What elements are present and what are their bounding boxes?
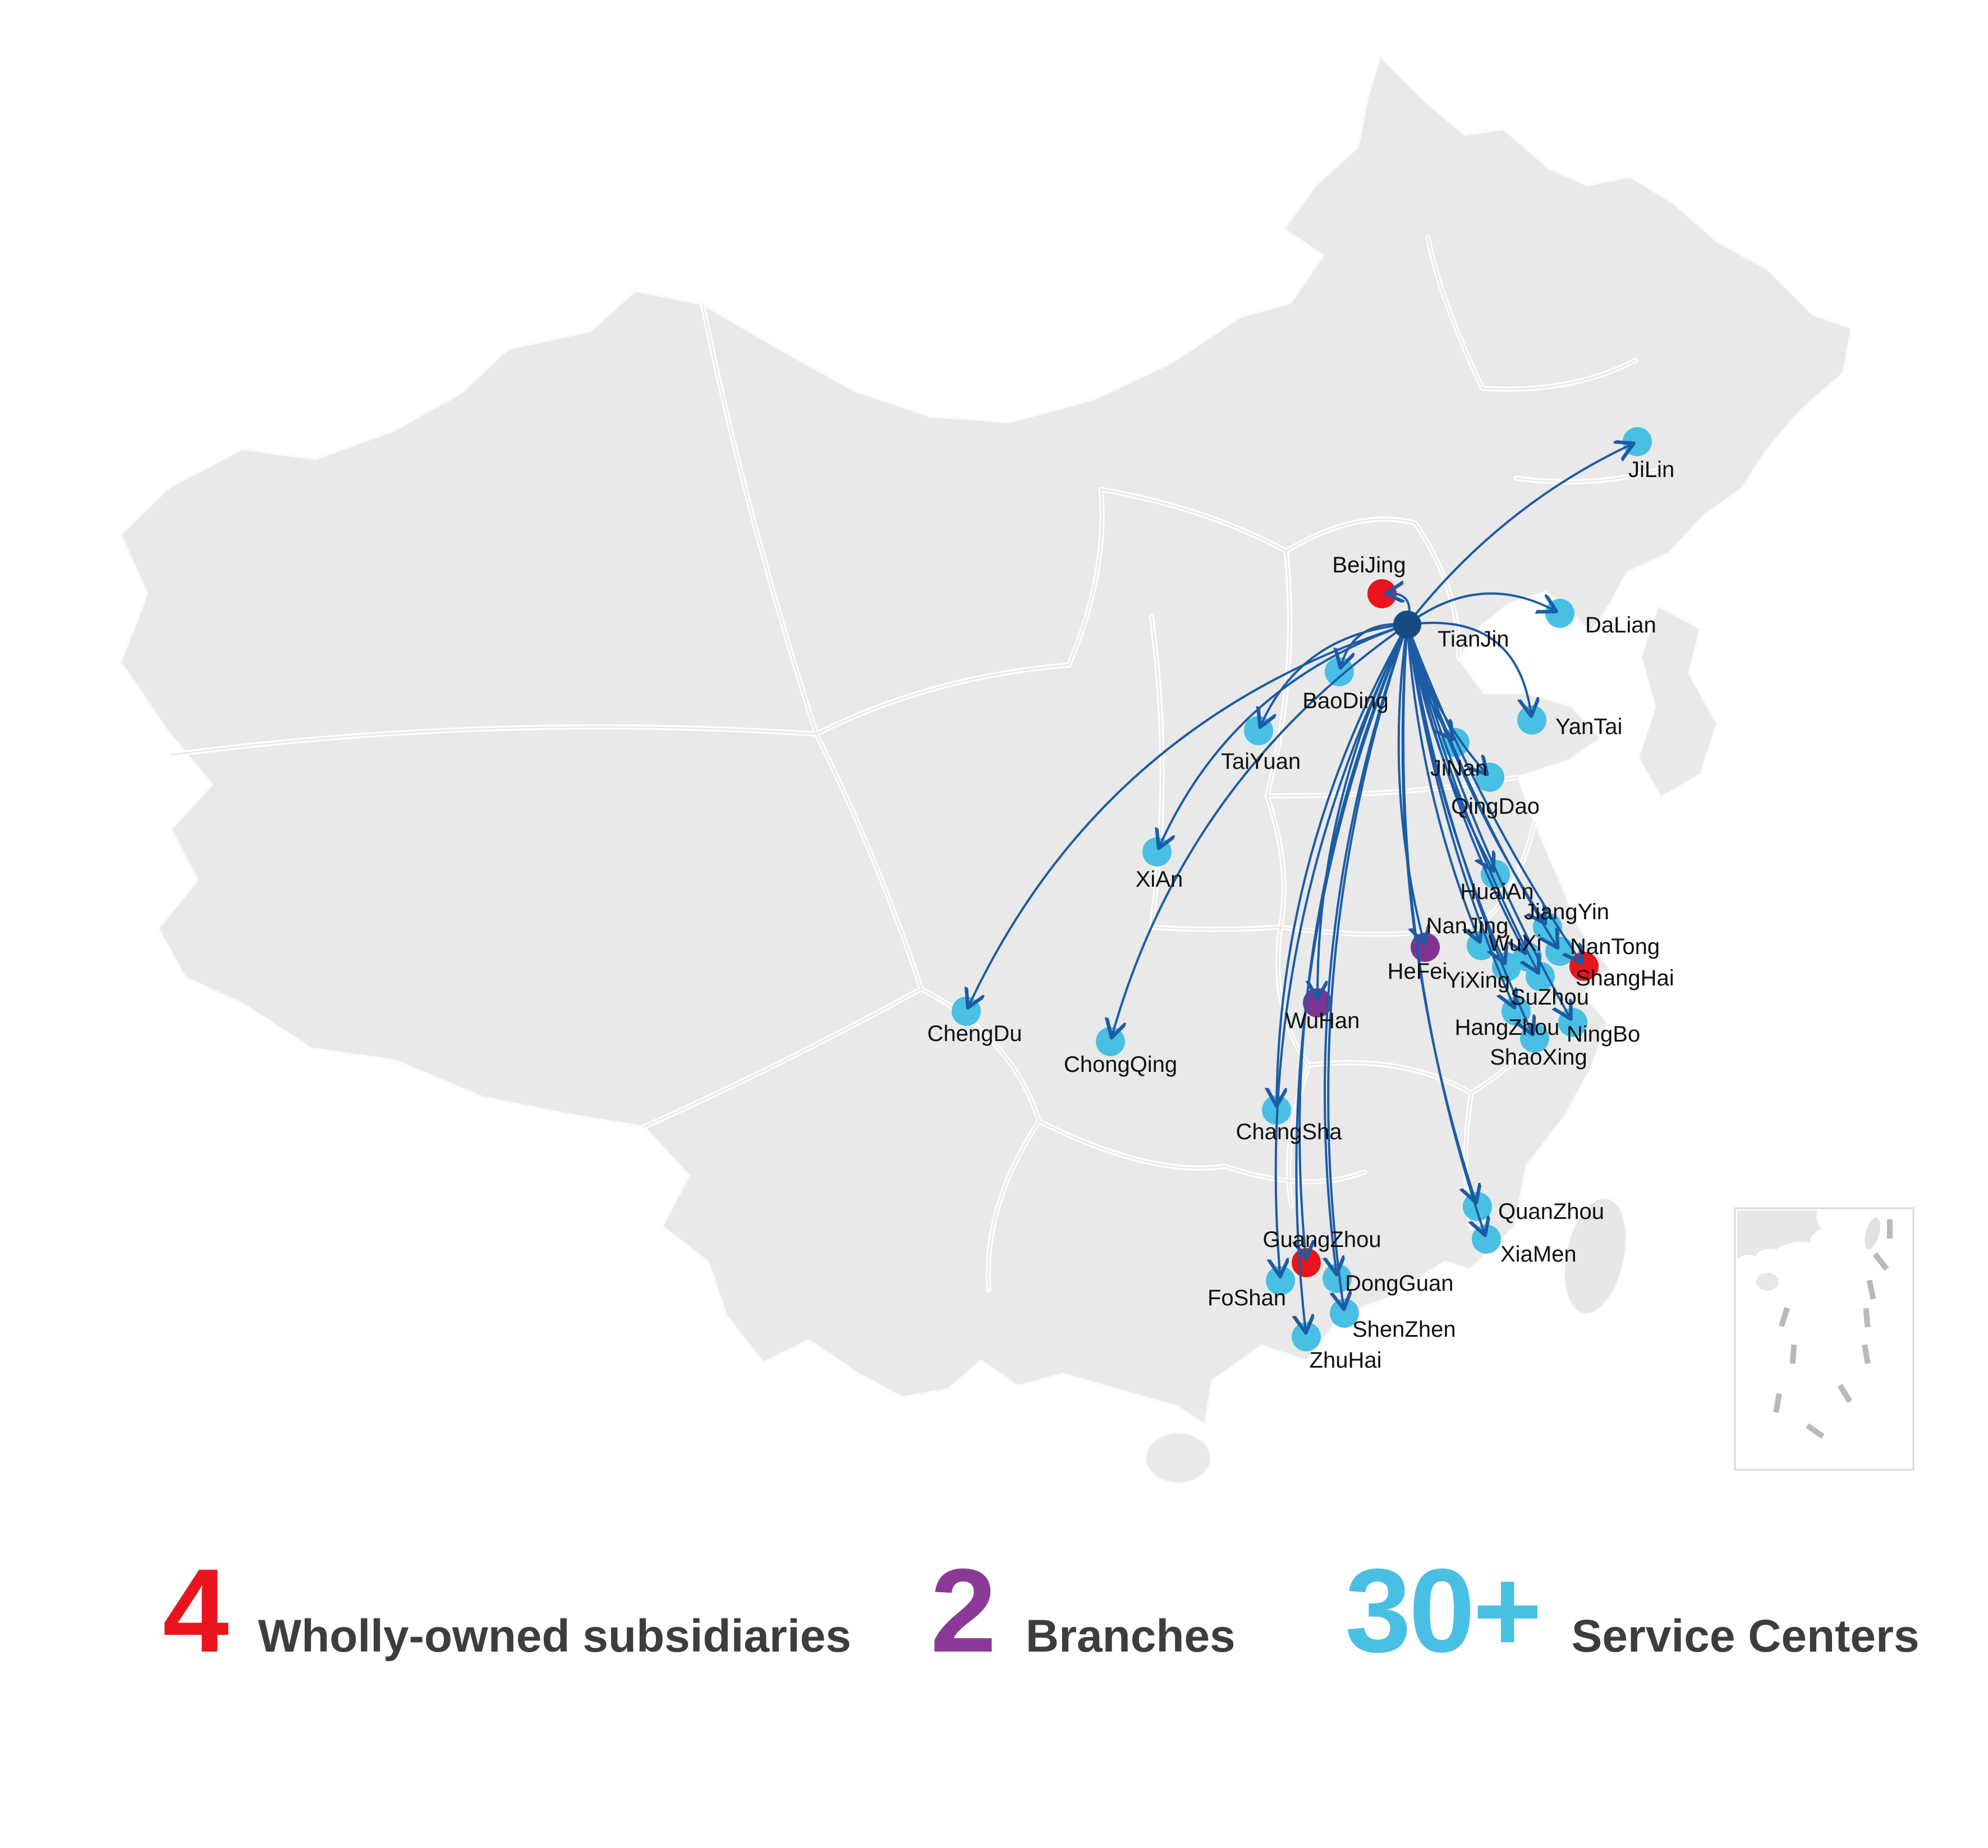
city-label-GuangZhou: GuangZhou <box>1262 1227 1381 1252</box>
city-label-NingBo: NingBo <box>1567 1022 1640 1047</box>
flight-line-ChengDu <box>968 623 1408 1007</box>
city-label-NanTong: NanTong <box>1570 934 1660 959</box>
city-dot-TianJin <box>1393 611 1421 639</box>
city-label-FoShan: FoShan <box>1208 1286 1286 1310</box>
city-label-HangZhou: HangZhou <box>1455 1015 1560 1040</box>
city-label-QingDao: QingDao <box>1451 794 1540 819</box>
city-label-ChongQing: ChongQing <box>1064 1052 1177 1077</box>
taiwan-island <box>1563 1197 1627 1315</box>
legend-count-branches: 2 <box>930 1544 997 1677</box>
china-landmass <box>120 55 1853 1484</box>
city-dot-YanTai <box>1517 705 1546 735</box>
flight-line-NanTong <box>1406 624 1557 947</box>
mainland-outline <box>120 55 1853 1425</box>
city-label-HeFei: HeFei <box>1388 959 1448 984</box>
legend-item-subsidiaries: 4 Wholly-owned subsidiaries <box>163 1544 851 1677</box>
flight-line-NanJing <box>1406 624 1480 941</box>
flight-line-SuZhou <box>1406 624 1538 972</box>
flight-line-NingBo <box>1406 624 1571 1018</box>
flight-line-ChangSha <box>1277 624 1408 1105</box>
legend-label-service-centers: Service Centers <box>1571 1611 1920 1662</box>
city-label-WuHan: WuHan <box>1285 1008 1360 1033</box>
hub-layer <box>1393 611 1421 639</box>
flight-line-TaiYuan <box>1261 623 1408 726</box>
flight-line-JiLin <box>1406 444 1633 626</box>
inset-hainan <box>1755 1272 1780 1292</box>
city-label-ShenZhen: ShenZhen <box>1352 1317 1456 1342</box>
city-label-YiXing: YiXing <box>1446 968 1510 993</box>
legend-item-branches: 2 Branches <box>930 1544 1236 1677</box>
city-label-BaoDing: BaoDing <box>1302 689 1388 713</box>
flight-line-ZhuHai <box>1296 624 1408 1332</box>
city-label-QuanZhou: QuanZhou <box>1498 1199 1604 1224</box>
legend: 4 Wholly-owned subsidiaries 2 Branches 3… <box>0 1544 1988 1700</box>
legend-count-service-centers: 30+ <box>1345 1544 1542 1677</box>
city-label-ChengDu: ChengDu <box>927 1021 1022 1046</box>
city-label-NanJing: NanJing <box>1426 914 1509 938</box>
legend-label-subsidiaries: Wholly-owned subsidiaries <box>258 1611 851 1662</box>
city-label-JiangYin: JiangYin <box>1524 900 1609 924</box>
flight-line-FoShan <box>1276 624 1408 1276</box>
city-label-HuaiAn: HuaiAn <box>1460 879 1534 904</box>
flight-line-HangZhou <box>1406 624 1514 1007</box>
city-label-YanTai: YanTai <box>1555 714 1622 739</box>
korea-landmass <box>1637 604 1718 799</box>
flight-line-HeFei <box>1397 624 1424 942</box>
city-label-ChangSha: ChangSha <box>1236 1120 1342 1144</box>
flight-lines-layer <box>968 444 1633 1332</box>
flight-line-DaLian <box>1406 592 1555 626</box>
city-label-TianJin: TianJin <box>1438 627 1509 652</box>
south-china-sea-inset <box>1734 1207 1914 1471</box>
legend-count-subsidiaries: 4 <box>163 1544 229 1677</box>
city-label-ZhuHai: ZhuHai <box>1310 1348 1382 1373</box>
flight-line-WuXi <box>1406 624 1525 952</box>
city-label-DaLian: DaLian <box>1585 613 1656 638</box>
city-dot-JiLin <box>1623 427 1652 456</box>
flight-line-YanTai <box>1407 621 1531 715</box>
city-dot-TaiYuan <box>1244 716 1273 745</box>
city-label-SuZhou: SuZhou <box>1510 985 1589 1010</box>
city-label-XiaMen: XiaMen <box>1500 1242 1577 1267</box>
flight-line-ChongQing <box>1112 623 1408 1037</box>
city-label-ShangHai: ShangHai <box>1576 966 1674 991</box>
city-label-WuXi: WuXi <box>1489 931 1542 956</box>
flight-line-ShangHai <box>1406 624 1581 962</box>
city-dot-DaLian <box>1545 599 1574 628</box>
inset-frame <box>1734 1207 1914 1471</box>
city-dot-XiAn <box>1142 837 1172 866</box>
city-label-BeiJing: BeiJing <box>1332 553 1406 577</box>
legend-label-branches: Branches <box>1025 1611 1236 1662</box>
inset-coastline <box>1736 1209 1824 1262</box>
flight-line-XiAn <box>1159 623 1408 847</box>
nine-dash-line <box>1773 1219 1893 1439</box>
city-dot-BaoDing <box>1325 657 1354 686</box>
city-label-DongGuan: DongGuan <box>1345 1271 1453 1296</box>
city-dot-XiaMen <box>1472 1225 1501 1254</box>
city-dot-QuanZhou <box>1463 1192 1492 1221</box>
inset-taiwan <box>1863 1216 1881 1251</box>
city-label-JiNan: JiNan <box>1430 756 1487 781</box>
flight-line-ShaoXing <box>1406 624 1532 1034</box>
hainan-island <box>1145 1432 1212 1484</box>
city-label-ShaoXing: ShaoXing <box>1490 1045 1587 1070</box>
city-label-XiAn: XiAn <box>1136 867 1183 892</box>
city-label-JiLin: JiLin <box>1628 457 1674 482</box>
legend-item-service-centers: 30+ Service Centers <box>1345 1544 1920 1677</box>
flight-line-XiaMen <box>1402 624 1485 1234</box>
flight-line-DongGuan <box>1325 624 1408 1273</box>
city-dot-ZhuHai <box>1292 1322 1321 1351</box>
city-label-TaiYuan: TaiYuan <box>1221 749 1301 774</box>
flight-line-ShenZhen <box>1327 624 1408 1308</box>
